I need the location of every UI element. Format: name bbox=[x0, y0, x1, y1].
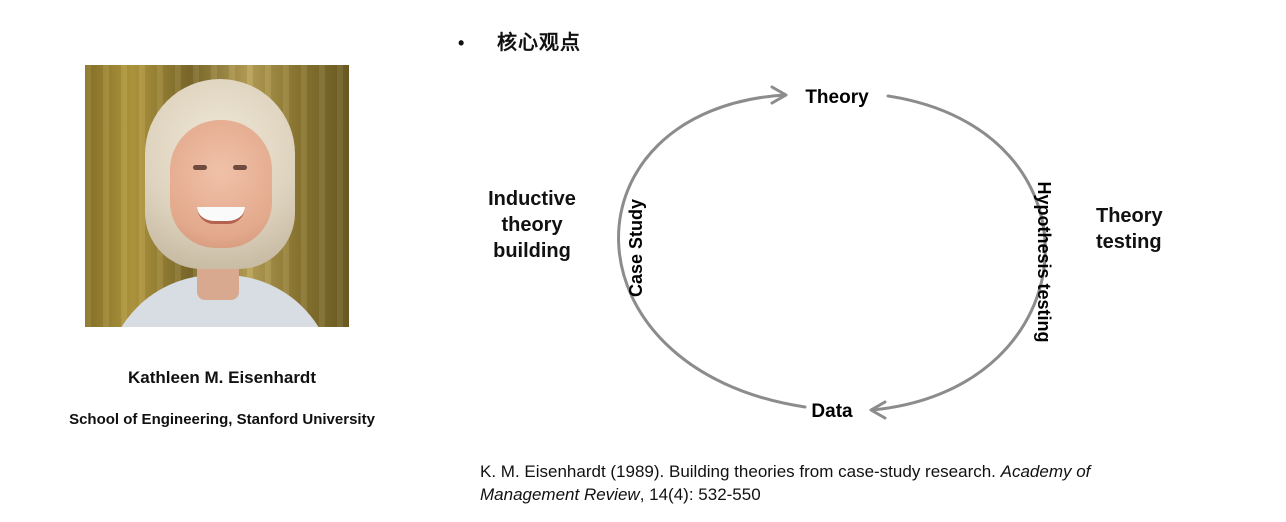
inductive-theory-building-label: Inductive theory building bbox=[468, 186, 596, 264]
node-data: Data bbox=[811, 401, 853, 422]
photo-eye-left bbox=[193, 165, 207, 170]
right-arc bbox=[870, 94, 1047, 412]
bullet-point: • bbox=[458, 33, 465, 53]
arc-label-hypothesis-testing: Hypothesis testing bbox=[1034, 181, 1054, 342]
citation-suffix: , 14(4): 532-550 bbox=[639, 485, 761, 504]
photo-smile bbox=[197, 207, 245, 224]
citation-journal-part1: Academy of bbox=[1000, 462, 1091, 481]
citation-journal-part2: Management Review bbox=[480, 485, 640, 504]
person-name: Kathleen M. Eisenhardt bbox=[128, 368, 316, 387]
left-arc-arrowhead bbox=[770, 85, 788, 105]
section-heading: 核心观点 bbox=[497, 30, 581, 54]
photo-eye-right bbox=[233, 165, 247, 170]
theory-testing-label: Theory testing bbox=[1096, 203, 1196, 255]
citation: K. M. Eisenhardt (1989). Building theori… bbox=[480, 460, 1270, 506]
right-mode-line-1: Theory bbox=[1096, 205, 1163, 227]
citation-prefix: K. M. Eisenhardt (1989). Building theori… bbox=[480, 462, 1001, 481]
right-arc-arrowhead bbox=[869, 400, 887, 420]
person-affiliation: School of Engineering, Stanford Universi… bbox=[69, 411, 375, 428]
portrait-photo bbox=[85, 65, 349, 327]
left-mode-line-3: building bbox=[493, 240, 571, 262]
left-arc bbox=[617, 93, 807, 409]
left-mode-line-1: Inductive bbox=[488, 188, 576, 210]
arc-label-case-study: Case Study bbox=[626, 199, 646, 297]
photo-face bbox=[170, 120, 272, 248]
node-theory: Theory bbox=[805, 87, 869, 108]
left-mode-line-2: theory bbox=[501, 214, 563, 236]
right-mode-line-2: testing bbox=[1096, 231, 1162, 253]
